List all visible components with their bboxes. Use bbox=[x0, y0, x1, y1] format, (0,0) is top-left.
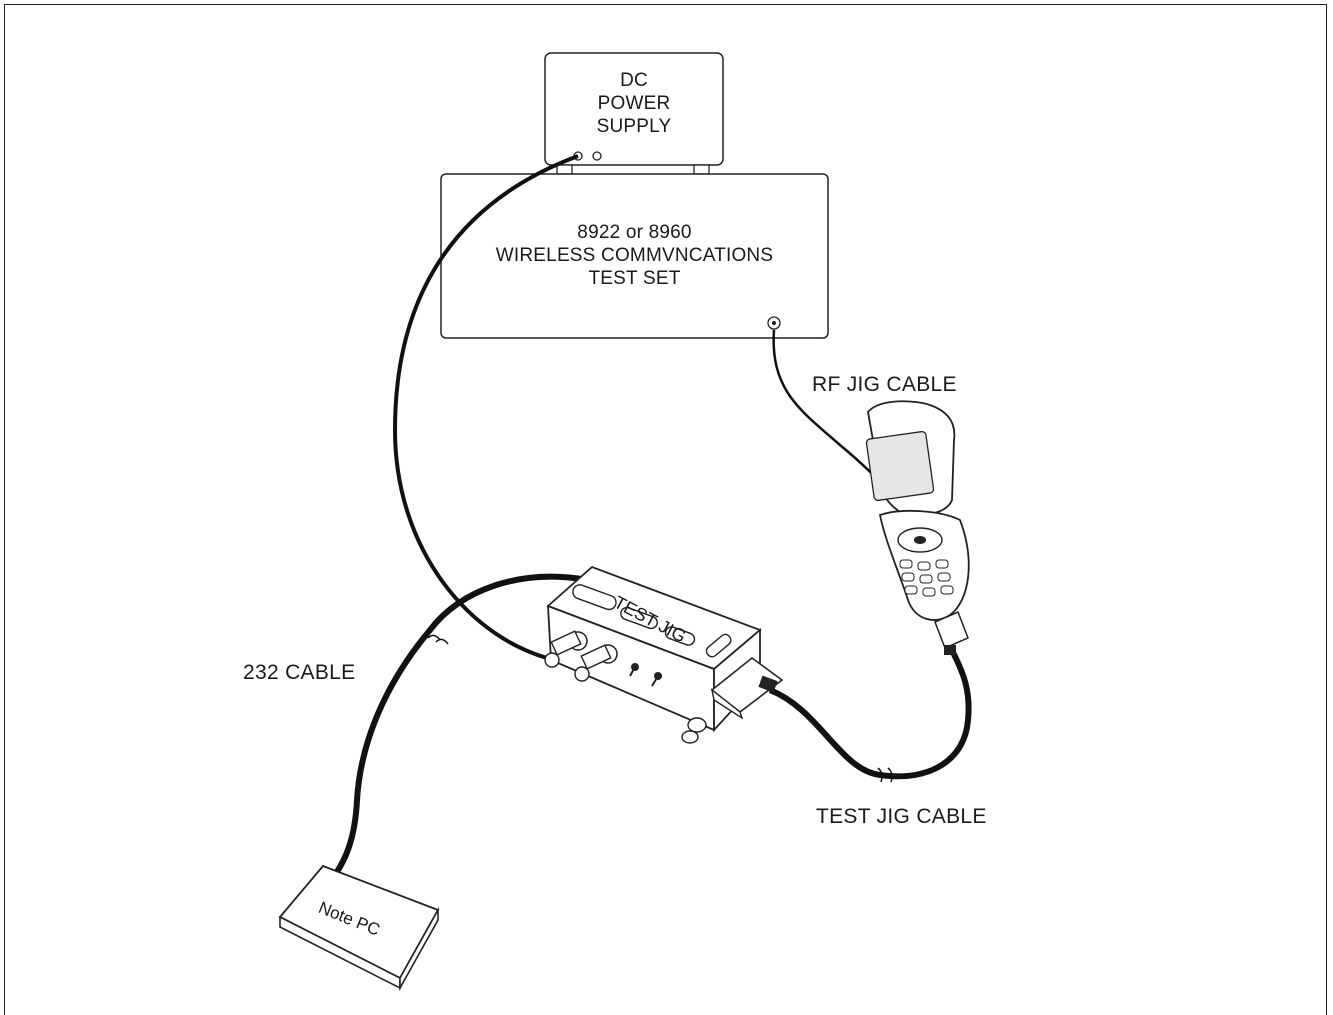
test-set-line3: TEST SET bbox=[588, 268, 681, 289]
dc-power-supply-line3: SUPPLY bbox=[596, 116, 672, 137]
power-cable bbox=[392, 154, 579, 662]
dc-power-supply-line1: DC bbox=[620, 70, 648, 91]
test-jig bbox=[544, 565, 784, 744]
cable-232-label: 232 CABLE bbox=[243, 661, 356, 684]
test-jig-cable bbox=[768, 643, 972, 780]
power-supply-feet bbox=[556, 164, 710, 175]
test-jig-cable-label: TEST JIG CABLE bbox=[816, 805, 987, 828]
dc-power-supply-label: DC POWER SUPPLY bbox=[545, 69, 723, 138]
test-set-line2: WIRELESS COMMVNCATIONS bbox=[495, 245, 774, 266]
diagram-border bbox=[4, 4, 1327, 1015]
test-set-line1: 8922 or 8960 bbox=[577, 222, 692, 243]
test-set-label: 8922 or 8960 WIRELESS COMMVNCATIONS TEST… bbox=[441, 221, 828, 290]
dc-power-supply-line2: POWER bbox=[597, 93, 671, 114]
cable-232 bbox=[332, 573, 589, 877]
test-jig-cable-break bbox=[877, 767, 893, 783]
cable-232-break bbox=[427, 634, 449, 645]
test-set-box bbox=[440, 173, 829, 339]
mobile-phone bbox=[865, 400, 970, 655]
note-pc bbox=[278, 864, 440, 992]
rf-jig-cable-label: RF JIG CABLE bbox=[812, 373, 957, 396]
power-terminal-2 bbox=[592, 151, 602, 161]
